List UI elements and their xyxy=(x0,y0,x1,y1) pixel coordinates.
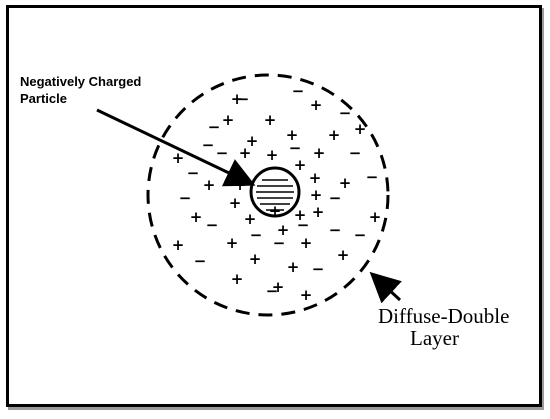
negative-ion-sign: − xyxy=(289,139,302,157)
negative-ion-sign: − xyxy=(194,252,207,270)
negative-ion-sign: − xyxy=(349,144,362,162)
positive-ion-sign: + xyxy=(246,132,259,150)
negative-ion-sign: − xyxy=(329,189,342,207)
negative-ion-sign: − xyxy=(208,118,221,136)
negative-ion-sign: − xyxy=(179,189,192,207)
negative-ion-sign: − xyxy=(297,216,310,234)
positive-ion-sign: + xyxy=(229,194,242,212)
positive-ion-sign: + xyxy=(226,234,239,252)
ion-signs: −−++−++−−+++++−+−+−−+++−++++−+−+−+++++−+… xyxy=(172,82,382,304)
positive-ion-sign: + xyxy=(369,208,382,226)
positive-ion-sign: + xyxy=(172,236,185,254)
negative-ion-sign: − xyxy=(216,144,229,162)
positive-ion-sign: + xyxy=(190,208,203,226)
positive-ion-sign: + xyxy=(287,258,300,276)
layer-label-line1: Diffuse-Double xyxy=(378,304,509,328)
positive-ion-sign: + xyxy=(328,126,341,144)
negatively-charged-particle xyxy=(249,166,301,218)
positive-ion-sign: + xyxy=(277,221,290,239)
negative-ion-sign: − xyxy=(187,164,200,182)
negative-ion-sign: − xyxy=(329,221,342,239)
positive-ion-sign: + xyxy=(339,174,352,192)
negative-ion-sign: − xyxy=(366,168,379,186)
positive-ion-sign: + xyxy=(300,234,313,252)
positive-ion-sign: + xyxy=(249,250,262,268)
negative-ion-sign: − xyxy=(237,90,250,108)
positive-ion-sign: + xyxy=(309,169,322,187)
positive-ion-sign: + xyxy=(244,210,257,228)
negative-ion-sign: − xyxy=(292,82,305,100)
negative-ion-sign: − xyxy=(339,104,352,122)
positive-ion-sign: + xyxy=(286,126,299,144)
positive-ion-sign: + xyxy=(310,96,323,114)
positive-ion-sign: + xyxy=(269,202,282,220)
positive-ion-sign: + xyxy=(294,206,307,224)
positive-ion-sign: + xyxy=(272,278,285,296)
particle-label-line1: Negatively Charged xyxy=(20,74,141,89)
negative-ion-sign: − xyxy=(206,216,219,234)
positive-ion-sign: + xyxy=(354,120,367,138)
particle-label-line2: Particle xyxy=(20,91,67,106)
positive-ion-sign: + xyxy=(222,111,235,129)
negative-ion-sign: − xyxy=(202,136,215,154)
positive-ion-sign: + xyxy=(294,156,307,174)
positive-ion-sign: + xyxy=(312,203,325,221)
positive-ion-sign: + xyxy=(266,146,279,164)
positive-ion-sign: + xyxy=(203,176,216,194)
layer-label-line2: Layer xyxy=(410,326,459,350)
positive-ion-sign: + xyxy=(300,286,313,304)
positive-ion-sign: + xyxy=(231,90,244,108)
negative-ion-sign: − xyxy=(273,234,286,252)
positive-ion-sign: + xyxy=(264,111,277,129)
negative-ion-sign: − xyxy=(266,282,279,300)
positive-ion-sign: + xyxy=(239,144,252,162)
negative-ion-sign: − xyxy=(250,226,263,244)
negative-ion-sign: − xyxy=(312,260,325,278)
positive-ion-sign: + xyxy=(310,186,323,204)
layer-arrow xyxy=(369,271,402,304)
positive-ion-sign: + xyxy=(172,149,185,167)
positive-ion-sign: + xyxy=(313,144,326,162)
negative-ion-sign: − xyxy=(354,226,367,244)
positive-ion-sign: + xyxy=(231,270,244,288)
positive-ion-sign: + xyxy=(337,246,350,264)
particle-arrow xyxy=(96,108,256,187)
diffuse-layer-boundary xyxy=(146,73,390,317)
